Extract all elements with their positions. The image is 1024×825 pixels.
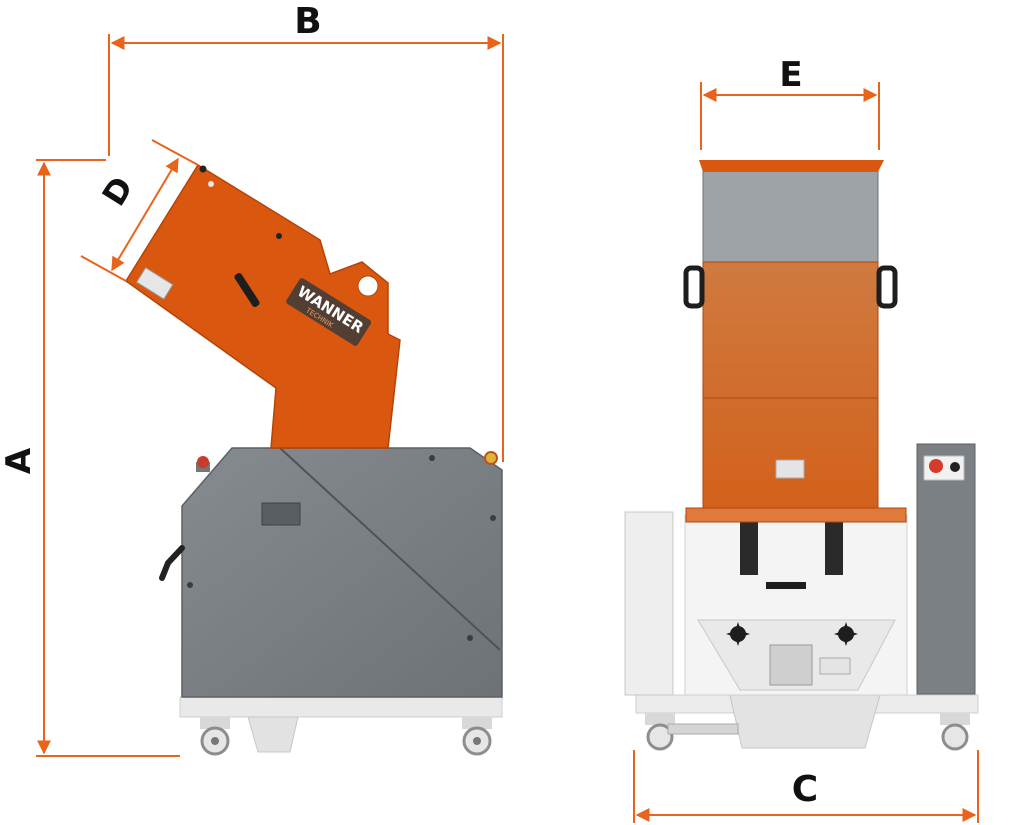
front-motor-housing: [624, 511, 674, 696]
star-knob-icon: [834, 622, 858, 646]
emergency-stop-icon: [196, 456, 210, 472]
handle-icon: [234, 273, 260, 307]
front-warning-plate-hopper: [775, 459, 805, 479]
front-clamp-right: [825, 520, 843, 575]
front-hopper-lip: [699, 160, 884, 172]
indicator-light-icon: [484, 451, 498, 465]
front-tie-rod: [667, 723, 739, 735]
side-grey-body: [181, 447, 503, 698]
side-hopper-label-plate: [135, 267, 174, 300]
front-view: E C: [624, 55, 979, 823]
front-viewing-window: [769, 644, 813, 686]
caster-wheel-icon: [645, 713, 675, 751]
side-panel-seam: [279, 447, 501, 651]
front-control-cabinet: [916, 443, 976, 695]
dimension-label-c: C: [792, 769, 818, 810]
front-hopper-top-opening: [702, 161, 879, 263]
side-base-foot: [247, 716, 299, 753]
side-base-frame: [179, 696, 503, 718]
side-hopper: [124, 163, 401, 449]
front-warning-plate-lower: [819, 657, 851, 675]
handle-icon: [683, 265, 705, 309]
caster-wheel-icon: [200, 717, 230, 756]
dimension-line-d: [111, 157, 179, 272]
handle-icon: [876, 265, 898, 309]
emergency-stop-icon: [923, 455, 965, 481]
dimension-line-d-bottom-tick: [80, 255, 127, 282]
front-clamp-left: [740, 520, 758, 575]
side-hopper-porthole: [357, 275, 379, 297]
dimension-line-d-top-tick: [151, 139, 199, 166]
front-hopper-flange: [685, 507, 907, 523]
caster-wheel-icon: [940, 713, 970, 751]
side-view: WANNER TECHNIK A B D: [0, 1, 504, 757]
dimension-label-b: B: [294, 1, 321, 42]
side-inspection-window: [261, 502, 301, 526]
dimension-label-e: E: [779, 55, 802, 95]
front-discharge-chute: [729, 694, 881, 749]
dimension-label-d: D: [95, 170, 141, 213]
handle-icon: [766, 582, 806, 589]
handle-icon: [159, 545, 185, 581]
caster-wheel-icon: [462, 717, 492, 756]
dimension-label-a: A: [0, 447, 39, 474]
star-knob-icon: [726, 622, 750, 646]
